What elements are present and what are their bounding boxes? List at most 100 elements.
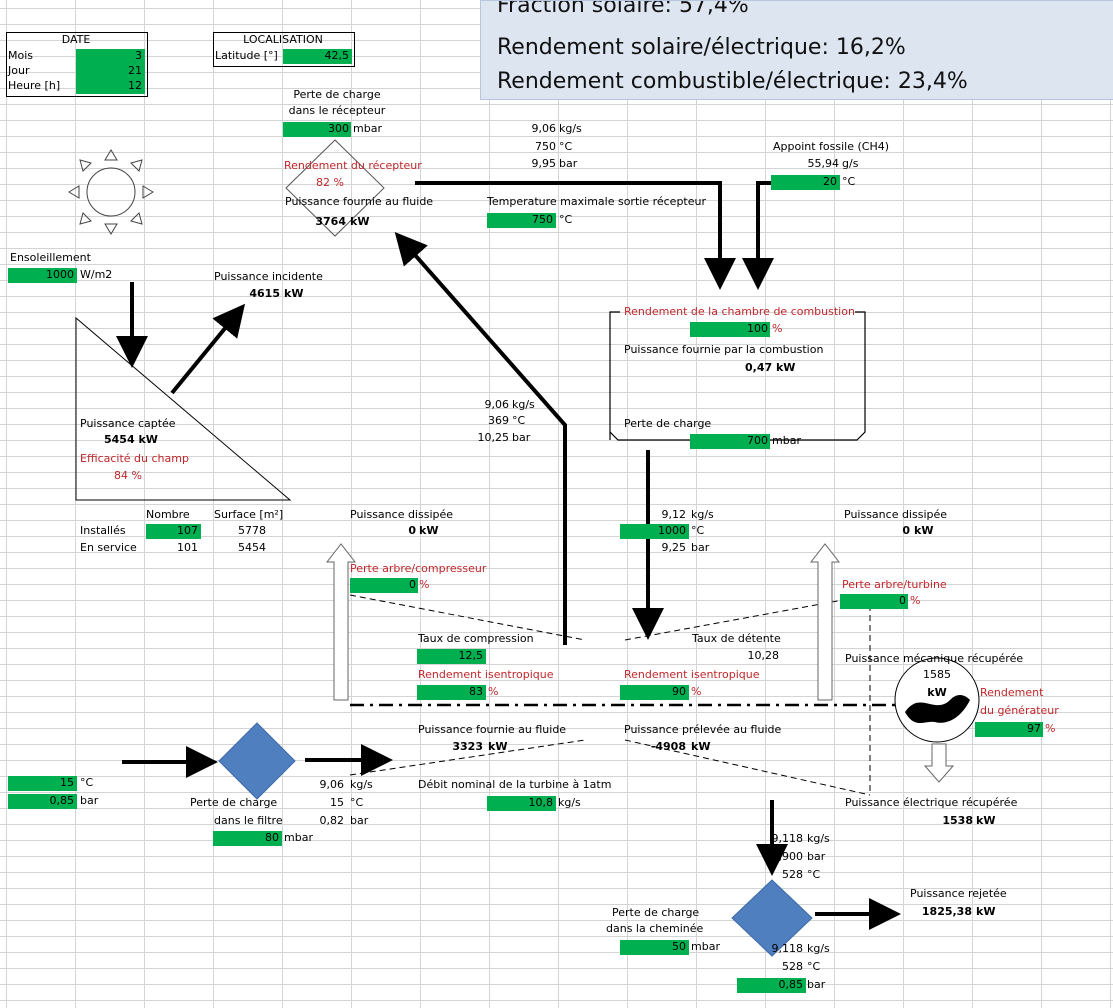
ensoleillement-value: 1000 [46,268,74,281]
filter-diamond [218,722,296,800]
compressor-perte-arbre-cell[interactable] [350,578,418,593]
installes-nombre-cell[interactable] [146,524,201,539]
exhaust-out-pressure-unit: bar [807,978,826,991]
compressor-dissipee-unit: kW [419,524,439,537]
service-label: En service [80,541,137,554]
turbine-isentropique-value: 90 [672,685,686,698]
inlet-pressure: 0,85 [49,794,75,807]
turbine-isentropique-cell[interactable] [620,685,689,700]
filtre-label-2: dans le filtre [214,814,283,827]
inlet-pressure-cell[interactable] [8,794,77,809]
combustion-out-pressure-unit: bar [691,541,710,554]
receiver-perte-label-1: Perte de charge [293,88,381,101]
generator-wave [905,695,970,723]
inlet-temp-cell[interactable] [8,776,77,791]
cheminee-cell[interactable] [620,940,689,955]
date-block [6,32,148,97]
compressor-out-pressure: 10,25 [477,431,510,444]
installes-nombre: 107 [177,524,198,537]
tmax-cell[interactable] [487,213,556,228]
compressor-isentropique-cell[interactable] [417,685,486,700]
receiver-perte-cell[interactable] [283,122,351,137]
combustion-out-temp: 1000 [658,524,686,537]
exhaust-pressure: 0,900 [771,850,804,863]
heure-label: Heure [h] [8,79,61,92]
exhaust-out-pressure-cell[interactable] [737,978,806,993]
turbine-perte-arbre-cell[interactable] [840,594,908,609]
appoint-temp-cell[interactable] [771,175,840,190]
heure-value: 12 [128,79,142,92]
tmax-unit: °C [559,213,573,226]
combustion-out-flow-unit: kg/s [691,508,714,521]
combustion-rendement-cell[interactable] [690,322,770,337]
generator-rendement-label-1: Rendement [980,686,1044,699]
mois-cell[interactable] [76,49,145,64]
compressor-taux-cell[interactable] [417,649,486,664]
receiver-puissance-value: 3764 [315,215,346,228]
cheminee-label-1: Perte de charge [612,906,700,919]
turbine-prelevee-unit: kW [691,740,711,753]
generator-rendement-cell[interactable] [975,722,1043,737]
receiver-out-flow: 9,06 [531,122,557,135]
exhaust-out-flow-unit: kg/s [807,942,830,955]
combustion-out-temp-cell[interactable] [620,524,689,539]
jour-value: 21 [128,64,142,77]
compressor-taux-label: Taux de compression [418,632,534,645]
turbine-prelevee-value: -4908 [650,740,686,753]
ensoleillement-cell[interactable] [8,268,77,283]
turbine-debit-cell[interactable] [487,796,556,811]
turbine-perte-arbre-value: 0 [899,594,906,607]
generator-elec-value: 1538 [942,814,973,827]
jour-cell[interactable] [76,64,145,79]
compressor-out-temp: 369 [488,414,509,427]
efficacite-value: 84 % [114,469,142,482]
combustion-puissance-label: Puissance fournie par la combustion [624,343,824,356]
receiver-out-flow-unit: kg/s [559,122,582,135]
receiver-perte-label-2: dans le récepteur [288,104,386,117]
compressor-perte-arbre-value: 0 [409,578,416,591]
turbine-perte-arbre-unit: % [910,594,921,607]
compressor-fournie-value: 3323 [452,740,483,753]
combustion-rendement-label: Rendement de la chambre de combustion [624,305,855,318]
incidente-label: Puissance incidente [214,270,323,283]
incidente-unit: kW [284,287,304,300]
combustion-perte-label: Perte de charge [624,417,712,430]
filtre-label-1: Perte de charge [190,796,278,809]
appoint-flow-unit: g/s [842,157,859,170]
rendement-solaire-text: Rendement solaire/électrique: 16,2% [497,35,906,60]
jour-label: Jour [8,64,30,77]
latitude-cell[interactable] [283,49,352,64]
compressor-dissipee-value: 0 [408,524,416,537]
tmax-value: 750 [532,213,553,226]
turbine-perte-arbre-label: Perte arbre/turbine [842,578,947,591]
filtre-out-flow: 9,06 [319,778,345,791]
exhaust-out-pressure: 0,85 [778,978,804,991]
generator-rendement-unit: % [1045,722,1056,735]
generator-output-arrow [923,743,955,783]
combustion-perte-cell[interactable] [690,434,770,449]
installes-label: Installés [80,524,126,537]
generator-meca-unit: kW [927,686,947,699]
compressor-taux-value: 12,5 [458,649,484,662]
generator-rendement-label-2: du générateur [980,704,1059,717]
latitude-label: Latitude [°] [215,49,278,62]
efficacite-label: Efficacité du champ [80,452,189,465]
heure-cell[interactable] [76,79,145,94]
generator-elec-label: Puissance électrique récupérée [845,796,1018,809]
turbine-debit-unit: kg/s [558,796,581,809]
compressor-isentropique-value: 83 [469,685,483,698]
compressor-dissipee-label: Puissance dissipée [350,508,454,521]
turbine-taux-value: 10,28 [747,649,780,662]
exhaust-out-flow: 9,118 [771,942,804,955]
turbine-isentropique-label: Rendement isentropique [624,668,760,681]
date-header: DATE [61,33,91,46]
captee-label: Puissance captée [80,417,176,430]
combustion-out-temp-unit: °C [691,524,705,537]
receiver-rendement-value: 82 % [316,176,344,189]
filtre-cell[interactable] [213,831,282,846]
appoint-temp: 20 [823,175,837,188]
results-banner: Fraction solaire: 57,4% Rendement solair… [480,0,1113,100]
heliostat-field-triangle [75,316,292,501]
combustion-perte-value: 700 [747,434,768,447]
rejetee-value: 1825,38 [921,905,972,918]
